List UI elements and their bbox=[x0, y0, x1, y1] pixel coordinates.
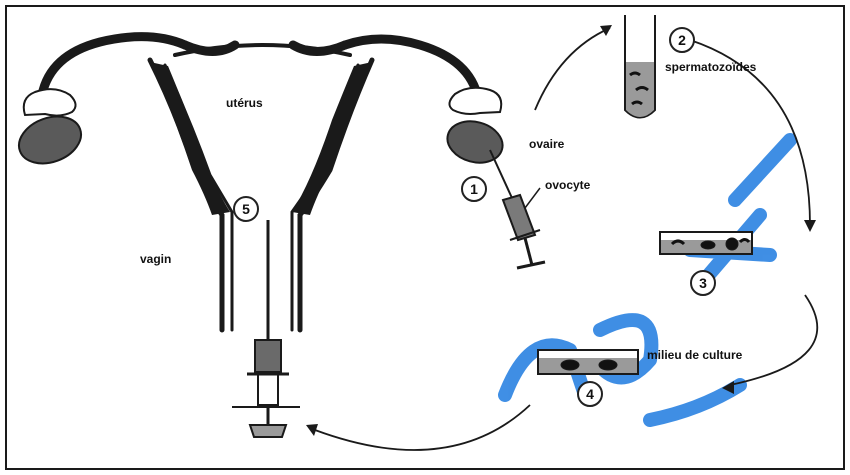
left-fimbriae bbox=[24, 89, 76, 115]
step-4-badge: 4 bbox=[577, 381, 603, 407]
arrow-ovary-to-tube bbox=[535, 28, 610, 110]
arrow-dish3-to-dish4 bbox=[730, 295, 817, 385]
right-wall-fill bbox=[292, 62, 372, 215]
right-ovary bbox=[443, 115, 507, 168]
transfer-thumb bbox=[250, 425, 286, 437]
culture-medium-label: milieu de culture bbox=[647, 348, 742, 362]
uterus-drawing bbox=[42, 37, 478, 330]
dish4-embryo-1 bbox=[561, 360, 579, 370]
oocyte-label: ovocyte bbox=[545, 178, 590, 192]
dish3-egg-1 bbox=[701, 241, 715, 249]
step-2-badge: 2 bbox=[669, 27, 695, 53]
arrowhead-2 bbox=[804, 220, 816, 232]
oocyte-pointer bbox=[525, 188, 540, 208]
dish4-embryo-2 bbox=[599, 360, 617, 370]
uterus-label: utérus bbox=[226, 96, 263, 110]
dish-culture bbox=[538, 350, 638, 374]
watermark-stroke-4 bbox=[735, 140, 790, 200]
retrieval-needle bbox=[490, 150, 512, 198]
vagina-label: vagin bbox=[140, 252, 171, 266]
right-fimbriae bbox=[449, 88, 501, 114]
transfer-barrel bbox=[255, 340, 281, 372]
arrow-dish4-to-transfer bbox=[315, 405, 530, 450]
transfer-plunger bbox=[258, 374, 278, 405]
dish3-egg-2 bbox=[726, 238, 738, 250]
arrowhead-1 bbox=[600, 25, 612, 36]
test-tube bbox=[625, 15, 655, 118]
step-1-badge: 1 bbox=[461, 176, 487, 202]
tube-liquid bbox=[626, 62, 654, 117]
syringe-retrieval bbox=[490, 150, 545, 268]
left-wall-fill bbox=[150, 62, 230, 215]
ovary-label: ovaire bbox=[529, 137, 564, 151]
left-ovary bbox=[12, 108, 87, 171]
sperm-label: spermatozoïdes bbox=[665, 60, 756, 74]
dish-fertilisation bbox=[660, 232, 752, 254]
retrieval-plunger bbox=[525, 238, 532, 265]
syringe-transfer bbox=[232, 220, 300, 437]
dish4-medium bbox=[539, 358, 637, 373]
step-5-badge: 5 bbox=[233, 196, 259, 222]
step-3-badge: 3 bbox=[690, 270, 716, 296]
